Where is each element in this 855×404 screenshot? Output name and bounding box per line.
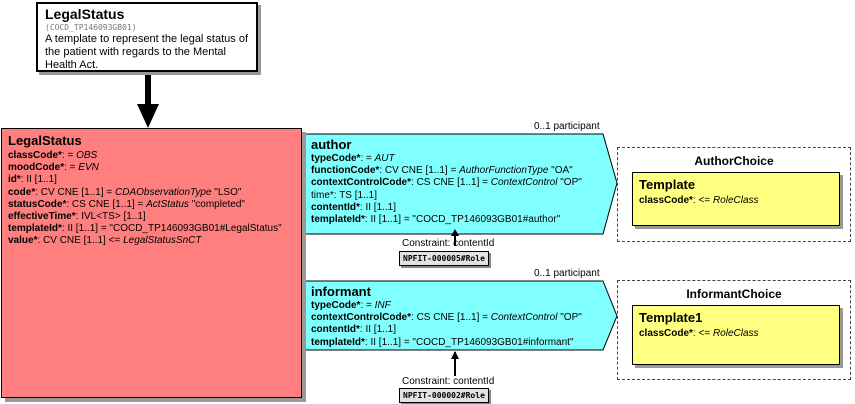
author-cardinality: 0..1 participant xyxy=(534,121,600,132)
informant-arrow-shape xyxy=(304,280,618,351)
author-constraint-arrowhead xyxy=(451,229,459,236)
header-template-name: LegalStatus xyxy=(45,6,125,22)
header-template-id: (COCD_TP146093GB01) xyxy=(45,23,137,32)
attribute-row: time*: TS [1..1] xyxy=(311,189,377,201)
author-arrow-shape xyxy=(304,133,618,235)
author-role-box: NPFIT-000005#Role xyxy=(399,251,489,266)
informant-choice-box: InformantChoice Template1 classCode*: <=… xyxy=(617,280,851,380)
author-choice-title: AuthorChoice xyxy=(694,154,774,168)
attribute-row: templateId*: II [1..1] = "COCD_TP146093G… xyxy=(8,223,282,235)
author-template-name: Template xyxy=(639,177,696,192)
informant-name: informant xyxy=(311,284,371,299)
attribute-row: contentId*: II [1..1] xyxy=(311,201,397,213)
informant-template-name: Template1 xyxy=(639,310,703,325)
attribute-row: classCode*: = OBS xyxy=(8,150,98,161)
header-arrowhead xyxy=(137,104,159,128)
informant-role-box: NPFIT-000002#Role xyxy=(399,388,489,403)
author-name: author xyxy=(311,137,352,152)
attribute-row: templateId*: II [1..1] = "COCD_TP146093G… xyxy=(311,214,561,226)
author-constraint-label: Constraint: contentId xyxy=(402,238,495,249)
header-template-box: LegalStatus (COCD_TP146093GB01) A templa… xyxy=(36,2,258,72)
informant-cardinality: 0..1 participant xyxy=(534,268,600,279)
attribute-row: typeCode*: = INF xyxy=(311,300,391,311)
attribute-row: functionCode*: CV CNE [1..1] = AuthorFun… xyxy=(311,165,573,177)
attribute-row: value*: CV CNE [1..1] <= LegalStatusSnCT xyxy=(8,235,202,247)
informant-constraint-label: Constraint: contentId xyxy=(402,376,495,387)
author-template-box: Template classCode*: <= RoleClass xyxy=(632,172,840,226)
header-template-description: A template to represent the legal status… xyxy=(45,33,249,71)
attribute-row: statusCode*: CS CNE [1..1] = ActStatus "… xyxy=(8,198,245,210)
legal-status-class-name: LegalStatus xyxy=(8,133,82,148)
attribute-row: moodCode*: = EVN xyxy=(8,162,99,174)
informant-template-attribute: classCode*: <= RoleClass xyxy=(639,328,759,339)
informant-template-box: Template1 classCode*: <= RoleClass xyxy=(632,305,840,365)
informant-constraint-arrowhead xyxy=(451,351,459,359)
attribute-row: templateId*: II [1..1] = "COCD_TP146093G… xyxy=(311,336,574,348)
author-template-attribute: classCode*: <= RoleClass xyxy=(639,195,759,206)
attribute-row: contextControlCode*: CS CNE [1..1] = Con… xyxy=(311,177,582,189)
attribute-row: id*: II [1..1] xyxy=(8,174,57,186)
attribute-row: contentId*: II [1..1] xyxy=(311,324,397,336)
attribute-row: typeCode*: = AUT xyxy=(311,153,395,164)
informant-choice-title: InformantChoice xyxy=(686,287,782,301)
attribute-row: effectiveTime*: IVL<TS> [1..1] xyxy=(8,211,146,223)
author-choice-box: AuthorChoice Template classCode*: <= Rol… xyxy=(617,147,851,242)
attribute-row: code*: CV CNE [1..1] = CDAObservationTyp… xyxy=(8,186,242,198)
attribute-row: contextControlCode*: CS CNE [1..1] = Con… xyxy=(311,312,582,324)
